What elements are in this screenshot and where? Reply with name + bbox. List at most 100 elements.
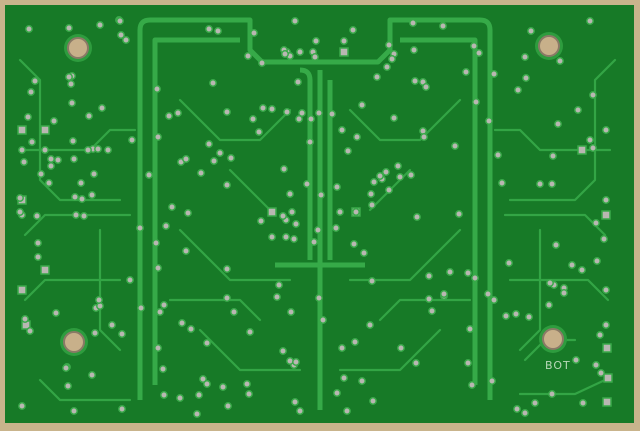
solder-pad xyxy=(317,191,325,199)
solder-pad xyxy=(291,398,299,406)
solder-pad xyxy=(176,394,184,402)
solder-pad xyxy=(315,294,323,302)
solder-pad xyxy=(579,399,587,407)
solder-pad xyxy=(368,201,376,209)
solder-pad xyxy=(552,241,560,249)
solder-pad xyxy=(521,409,529,417)
solder-pad xyxy=(249,115,257,123)
solder-pad xyxy=(369,397,377,405)
solder-pad xyxy=(216,149,224,157)
solder-pad xyxy=(531,399,539,407)
solder-pad xyxy=(394,162,402,170)
solder-pad xyxy=(230,308,238,316)
solder-pad xyxy=(47,155,55,163)
solder-pad xyxy=(574,106,582,114)
solder-pad xyxy=(358,377,366,385)
solder-pad xyxy=(34,253,42,261)
solder-pad xyxy=(602,321,610,329)
solder-pad xyxy=(16,194,24,202)
solder-pad xyxy=(137,304,145,312)
solder-pad xyxy=(472,98,480,106)
solder-pad xyxy=(315,109,323,117)
solder-pad xyxy=(338,344,346,352)
mounting-holes xyxy=(60,32,567,356)
solder-pad xyxy=(40,125,50,135)
solder-pad xyxy=(409,19,417,27)
solder-pad xyxy=(154,264,162,272)
solder-pad xyxy=(154,344,162,352)
solder-pad xyxy=(69,137,77,145)
solder-pad xyxy=(245,390,253,398)
solder-pad xyxy=(601,210,611,220)
solder-pad xyxy=(586,136,594,144)
solder-pad xyxy=(597,369,605,377)
solder-pad xyxy=(312,37,320,45)
solder-pad xyxy=(54,156,62,164)
solder-pad xyxy=(366,321,374,329)
solder-pad xyxy=(488,377,496,385)
solder-pad xyxy=(376,172,384,180)
solder-pad xyxy=(154,133,162,141)
solder-pad xyxy=(422,83,430,91)
solder-pad xyxy=(367,190,375,198)
solder-pad xyxy=(410,46,418,54)
solder-pad xyxy=(350,240,358,248)
solder-pad xyxy=(126,276,134,284)
solder-pad xyxy=(94,145,102,153)
solder-pad xyxy=(88,191,96,199)
solder-pad xyxy=(440,290,448,298)
solder-pad xyxy=(246,328,254,336)
solder-pad xyxy=(522,74,530,82)
solder-pad xyxy=(513,405,521,413)
solder-pad xyxy=(128,136,136,144)
solder-pad xyxy=(91,329,99,337)
solder-pad xyxy=(296,407,304,415)
solder-pad xyxy=(250,29,258,37)
solder-pad xyxy=(257,217,265,225)
solder-pad xyxy=(41,146,49,154)
solder-pad xyxy=(90,170,98,178)
solder-pad xyxy=(360,249,368,257)
solder-pad xyxy=(306,138,314,146)
solder-pad xyxy=(122,36,130,44)
solder-pad xyxy=(396,173,404,181)
solder-pad xyxy=(279,212,287,220)
solder-pad xyxy=(193,410,201,418)
solder-pad xyxy=(514,86,522,94)
solder-pad xyxy=(165,112,173,120)
solder-pad xyxy=(209,79,217,87)
solder-pad xyxy=(182,247,190,255)
solder-pad xyxy=(298,109,306,117)
solder-pad xyxy=(117,31,125,39)
solder-pad xyxy=(462,68,470,76)
solder-pad xyxy=(162,222,170,230)
solder-pad xyxy=(490,70,498,78)
solder-pad xyxy=(45,179,53,187)
solder-pad xyxy=(319,316,327,324)
solder-pad xyxy=(20,158,28,166)
solder-pad xyxy=(292,358,300,366)
solder-pad xyxy=(339,47,349,57)
solder-pad xyxy=(25,25,33,33)
solder-pad xyxy=(68,99,76,107)
solder-pad xyxy=(475,49,483,57)
solder-pad xyxy=(203,339,211,347)
solder-pad xyxy=(153,85,161,93)
solder-pad xyxy=(47,162,55,170)
solder-pad xyxy=(439,22,447,30)
solder-pad xyxy=(351,338,359,346)
solder-pad xyxy=(27,88,35,96)
solder-pad xyxy=(28,138,36,146)
solder-pad xyxy=(602,343,612,353)
power-bus-traces xyxy=(137,17,493,410)
solder-pad xyxy=(64,382,72,390)
solder-pad xyxy=(259,104,267,112)
solder-pad xyxy=(333,183,341,191)
solder-pad xyxy=(370,178,378,186)
solder-pad xyxy=(344,147,352,155)
solder-pad xyxy=(62,364,70,372)
solder-pad xyxy=(307,115,315,123)
solder-pad xyxy=(152,239,160,247)
solder-pad xyxy=(85,112,93,120)
